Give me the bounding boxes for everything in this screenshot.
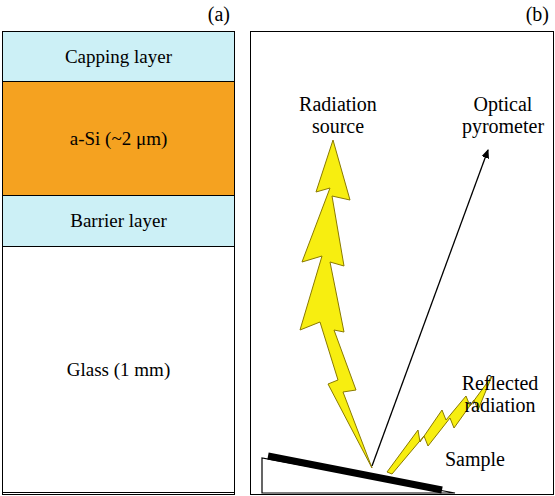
callout-label: Radiation source — [290, 93, 386, 137]
layer-box: Glass (1 mm) — [3, 247, 234, 493]
callout-label: Sample — [445, 448, 505, 470]
layer-box: Capping layer — [3, 32, 234, 82]
radiation-bolt — [300, 140, 372, 468]
pyrometer-arrow — [372, 150, 488, 466]
layer-label: a-Si (~2 μm) — [70, 128, 168, 150]
panel-frame: (a)Capping layera-Si (~2 μm)Barrier laye… — [2, 31, 235, 495]
layer-label: Glass (1 mm) — [67, 359, 170, 381]
callout-label: Reflected radiation — [450, 372, 550, 416]
layer-label: Barrier layer — [70, 210, 167, 232]
panel-letter: (a) — [208, 3, 230, 26]
layer-label: Capping layer — [65, 46, 172, 68]
panel-letter: (b) — [526, 3, 549, 26]
layer-box: Barrier layer — [3, 196, 234, 247]
sample-film — [268, 456, 442, 490]
layer-box: a-Si (~2 μm) — [3, 82, 234, 196]
callout-label: Optical pyrometer — [455, 93, 551, 137]
